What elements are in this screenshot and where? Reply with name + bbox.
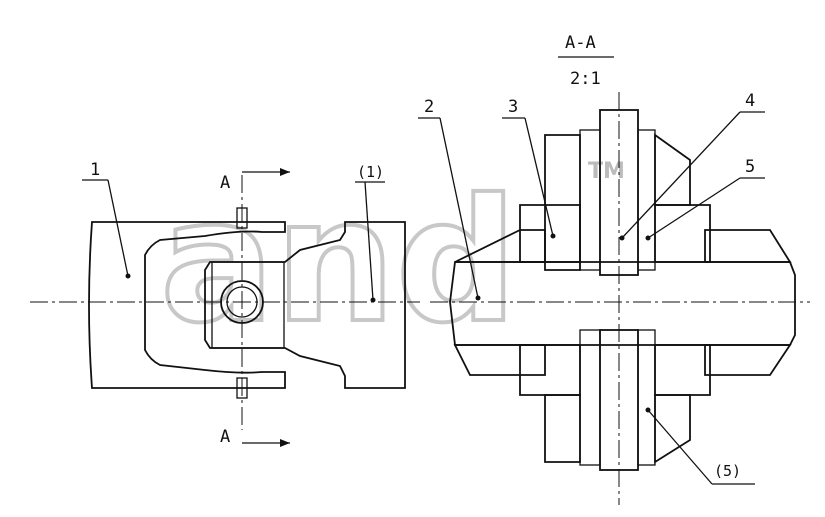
pin-inner xyxy=(226,286,258,318)
callout-2: 2 xyxy=(424,97,434,117)
left-yoke xyxy=(88,221,286,389)
pin-top xyxy=(236,207,248,229)
callout-4: 4 xyxy=(745,91,755,111)
cut-arrow-bottom-head xyxy=(280,439,290,447)
leader-2-dot xyxy=(475,295,481,301)
lower-block-left xyxy=(519,344,581,396)
leader-5ref-dot xyxy=(645,407,651,413)
upper-right-wedge xyxy=(704,229,792,263)
cut-label-bottom: A xyxy=(220,427,230,447)
callout-1: 1 xyxy=(90,160,100,180)
callout-5: 5 xyxy=(745,157,755,177)
leader-1ref xyxy=(364,181,374,301)
section-title: A-A xyxy=(565,33,596,53)
leader-4 xyxy=(621,111,741,239)
lower-block-right xyxy=(654,344,711,396)
leader-3 xyxy=(524,117,554,237)
leader-3-dot xyxy=(550,233,556,239)
bushing-upper-left xyxy=(579,129,601,271)
upper-housing-left xyxy=(544,134,581,271)
bushing-upper-right xyxy=(637,129,656,271)
leader-1ref-dot xyxy=(370,297,376,303)
section-view: A-A 2:1 2 xyxy=(418,33,810,505)
right-yoke xyxy=(204,221,406,389)
cut-label-top: A xyxy=(220,173,230,193)
lower-left-wedge xyxy=(453,344,546,376)
bushing-lower-left xyxy=(579,329,601,466)
callout-1-ref: (1) xyxy=(357,163,384,181)
section-scale: 2:1 xyxy=(570,69,601,89)
upper-housing-right xyxy=(654,133,691,206)
callout-5-ref: (5) xyxy=(714,462,741,480)
lower-right-wedge xyxy=(704,344,792,376)
leader-2 xyxy=(439,117,479,299)
callout-3: 3 xyxy=(508,97,518,117)
leader-4-dot xyxy=(619,235,625,241)
leader-1-dot xyxy=(125,273,131,279)
pin-bottom xyxy=(236,377,248,399)
bushing-lower-right xyxy=(637,329,656,466)
part-2-shaft xyxy=(449,261,796,346)
leader-5ref xyxy=(647,409,713,485)
joint-side-view: A A 1 (1) xyxy=(30,160,420,447)
leader-1 xyxy=(107,179,129,277)
leader-5 xyxy=(647,177,741,239)
centre-block xyxy=(211,261,285,349)
pin-outer xyxy=(220,280,264,324)
cut-arrow-top-head xyxy=(280,168,290,176)
leader-5-dot xyxy=(645,235,651,241)
part-3-block xyxy=(519,204,581,263)
part-5-block xyxy=(654,204,711,263)
lower-housing-left xyxy=(544,394,581,463)
